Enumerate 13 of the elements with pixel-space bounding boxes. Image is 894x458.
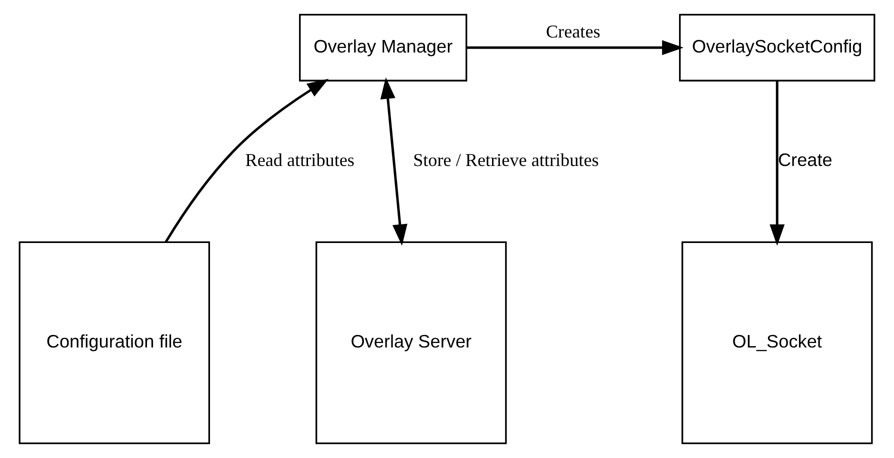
node-box: OL_Socket <box>682 241 873 444</box>
node-box: Configuration file <box>18 241 210 444</box>
edge-label: Store / Retrieve attributes <box>413 150 599 170</box>
node-box: OverlaySocketConfig <box>679 14 876 82</box>
edge-label: Creates <box>546 21 600 42</box>
arrow <box>380 77 408 246</box>
arrow <box>164 78 329 243</box>
edge-label: Create <box>778 150 832 170</box>
arrow <box>466 40 684 56</box>
node-box: Overlay Server <box>316 241 507 444</box>
node-box: Overlay Manager <box>299 14 468 82</box>
arrow <box>770 81 785 246</box>
edge-label: Read attributes <box>245 150 354 170</box>
